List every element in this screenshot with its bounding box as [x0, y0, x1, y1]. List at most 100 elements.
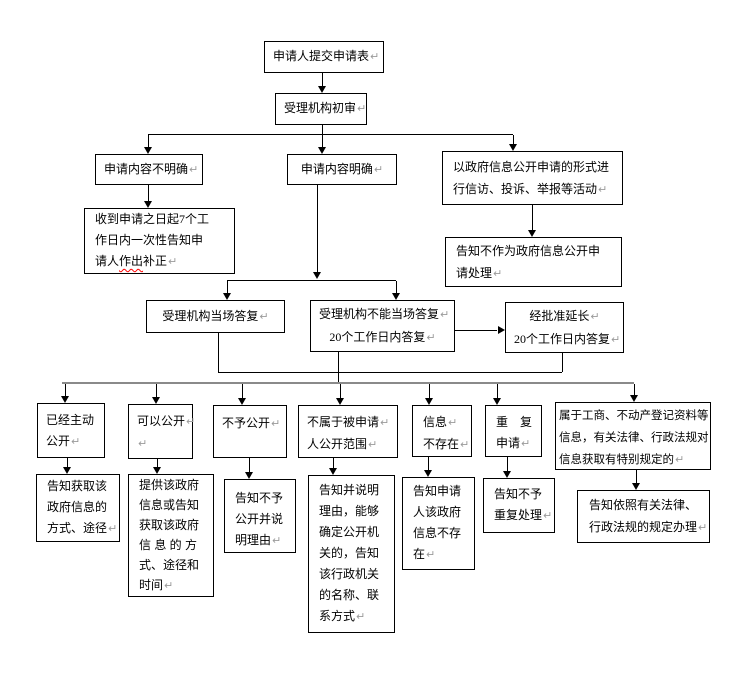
connector-line: [322, 73, 323, 86]
paragraph-mark: ↵: [186, 416, 196, 428]
connector-line: [333, 458, 334, 468]
node-text-line: 作日内一次性告知申: [95, 233, 204, 247]
flow-node-handle-per-law: 告知依照有关法律、行政法规的规定办理↵: [577, 490, 710, 543]
connector-line: [148, 134, 513, 135]
arrowhead-down-icon: [503, 471, 511, 478]
flow-node-approved-extension: 经批准延长↵20个工作日内答复↵: [505, 302, 624, 353]
flow-node-inform-not-exist: 告知申请人该政府信息不存在↵: [402, 477, 475, 570]
arrowhead-down-icon: [223, 293, 231, 300]
node-text-line: 信息或告知: [139, 498, 200, 512]
flow-node-notify-supplement: 收到申请之日起7个工作日内一次性告知申请人作出补正↵: [84, 208, 235, 274]
arrowhead-down-icon: [424, 470, 432, 477]
arrowhead-down-icon: [630, 395, 638, 402]
flow-node-no-disclosure: 不予公开↵: [213, 405, 287, 458]
arrowhead-down-icon: [144, 201, 152, 208]
paragraph-mark: ↵: [426, 549, 436, 561]
flow-node-repeat-application: 重 复申请↵: [485, 405, 542, 457]
connector-line: [218, 333, 219, 373]
node-text-line: 告知不作为政府信息公开申: [456, 243, 601, 258]
arrowhead-down-icon: [425, 398, 433, 405]
node-text-line: 收到申请之日起7个工: [95, 212, 210, 226]
arrowhead-down-icon: [509, 144, 517, 151]
node-text-line: 请处理↵: [456, 265, 503, 280]
connector-line: [340, 384, 341, 398]
node-text-line: 不属于被申请↵: [307, 415, 390, 429]
flow-node-preliminary-review: 受理机构初审↵: [275, 93, 367, 125]
node-text-line: 行政法规的规定办理↵: [589, 520, 708, 534]
arrowhead-down-icon: [63, 467, 71, 474]
arrowhead-down-icon: [329, 468, 337, 475]
paragraph-mark: ↵: [357, 103, 367, 115]
arrowhead-down-icon: [318, 147, 326, 154]
flow-node-can-disclose: 可以公开↵↵: [128, 404, 196, 459]
node-text-line: 请人作出补正↵: [95, 254, 178, 268]
node-text-line: 申请人提交申请表↵: [273, 49, 380, 63]
node-text-line: 告知不予: [494, 487, 543, 501]
connector-line: [242, 384, 243, 398]
node-text-line: 告知申请: [413, 484, 462, 498]
connector-line: [338, 352, 339, 383]
connector-line: [317, 185, 318, 272]
paragraph-mark: ↵: [460, 439, 470, 451]
connector-line: [428, 457, 429, 470]
connector-line: [636, 470, 637, 483]
node-text-line: 告知获取该: [47, 479, 108, 493]
arrowhead-down-icon: [144, 147, 152, 154]
node-text-line: 申请内容明确↵: [300, 161, 384, 176]
connector-line: [148, 185, 149, 201]
connector-line: [156, 384, 157, 397]
connector-line: [507, 457, 508, 471]
node-text-line: 20个工作日内答复↵: [514, 331, 621, 346]
node-text-line: 信息，有关法律、行政法规对: [559, 432, 709, 444]
paragraph-mark: ↵: [426, 332, 436, 344]
arrowhead-down-icon: [392, 293, 400, 300]
connector-line: [634, 384, 635, 395]
node-text-line: 公开↵: [46, 434, 81, 448]
node-text-line: 重复处理↵: [494, 508, 553, 522]
arrowhead-down-icon: [632, 483, 640, 490]
node-text-line: 获取该政府: [139, 518, 200, 532]
node-text-line: 系方式↵: [319, 609, 366, 623]
connector-line: [249, 458, 250, 472]
connector-line: [497, 384, 498, 398]
connector-line: [67, 458, 68, 467]
arrowhead-down-icon: [318, 86, 326, 93]
paragraph-mark: ↵: [598, 183, 608, 196]
paragraph-mark: ↵: [356, 611, 366, 623]
arrowhead-right-icon: [498, 326, 505, 334]
node-text-line: 受理机构当场答复↵: [162, 308, 269, 323]
flow-node-inform-other-authority: 告知并说明理由，能够确定公开机关的，告知该行政机关的名称、联系方式↵: [308, 475, 395, 633]
paragraph-mark: ↵: [168, 256, 178, 268]
connector-line: [227, 281, 228, 293]
paragraph-mark: ↵: [373, 163, 384, 176]
flow-node-inform-refusal-reason: 告知不予公开并说明理由↵: [224, 479, 296, 553]
paragraph-mark: ↵: [108, 523, 118, 535]
flow-node-submit-application: 申请人提交申请表↵: [264, 41, 384, 73]
flow-node-reply-within-20-days: 受理机构不能当场答复↵20个工作日内答复↵: [310, 300, 455, 352]
node-text-line: 在↵: [413, 547, 436, 561]
paragraph-mark: ↵: [370, 51, 380, 63]
node-text-line: 人公开范围↵: [307, 437, 378, 451]
node-text-line: 申请内容不明确↵: [104, 161, 199, 176]
arrowhead-down-icon: [152, 397, 160, 404]
paragraph-mark: ↵: [380, 417, 390, 429]
connector-line: [532, 205, 533, 230]
flow-node-reply-on-spot: 受理机构当场答复↵: [146, 300, 285, 333]
node-text-line: 关的，告知: [319, 546, 380, 560]
node-text-line: 理由，能够: [319, 504, 380, 518]
flow-node-already-disclosed: 已经主动公开↵: [37, 403, 105, 458]
flow-node-content-unclear: 申请内容不明确↵: [95, 154, 203, 185]
flow-node-no-repeat-processing: 告知不予重复处理↵: [483, 478, 555, 533]
node-text-line: 方式、途径↵: [47, 521, 118, 535]
node-text-line: 信息不存: [413, 526, 462, 540]
paragraph-mark: ↵: [259, 310, 269, 323]
node-text-line: 确定公开机: [319, 525, 380, 539]
node-text-line: 明理由↵: [235, 533, 282, 547]
paragraph-mark: ↵: [368, 439, 378, 451]
node-text-line: 信息获取有特别规定的↵: [559, 454, 685, 466]
connector-line: [455, 330, 497, 331]
connector-line: [562, 353, 563, 372]
node-text-line: 以政府信息公开申请的形式进: [453, 159, 610, 174]
node-text-line: 提供该政府: [139, 478, 200, 492]
node-text-line: 人该政府: [413, 505, 462, 519]
